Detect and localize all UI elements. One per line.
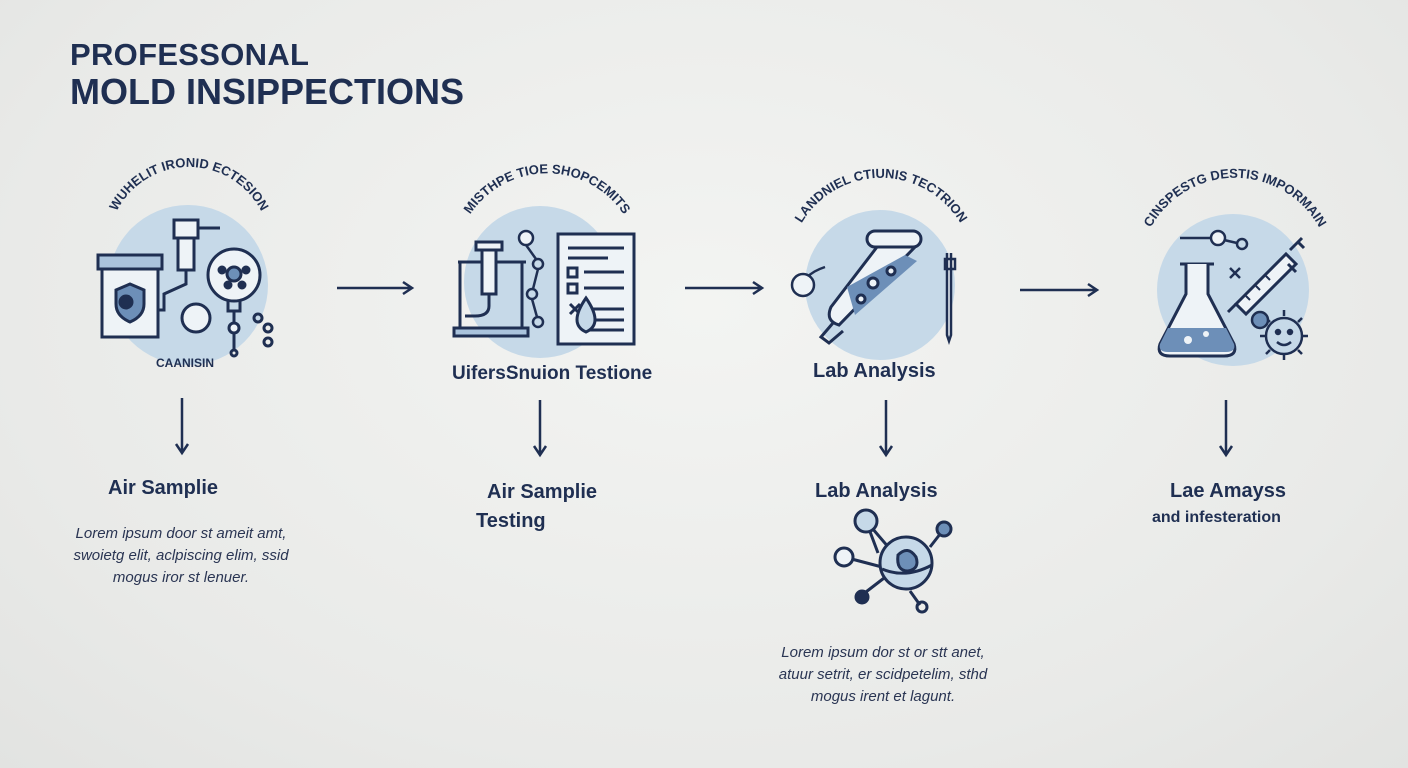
mold-spore-icon xyxy=(180,247,274,358)
step-1-description: Lorem ipsum door st ameit amt, swoietg e… xyxy=(50,523,312,589)
step-3-illustration: LANDNIEL CTIUNIS TECTRION xyxy=(790,166,971,360)
step-1-caption: CAANISIN xyxy=(156,356,215,370)
step-3-caption: Lab Analysis xyxy=(813,360,936,382)
step-2-caption: UifersSnuion Testione xyxy=(452,363,653,384)
step-1-desc-line: mogus iror st lenuer. xyxy=(112,569,250,586)
arrow-down-icon xyxy=(1218,400,1234,458)
checklist-clipboard-icon xyxy=(556,232,636,346)
step-2-label-line-2: Testing xyxy=(476,510,546,532)
step-3-desc-line: mogus irent et lagunt. xyxy=(810,688,956,705)
arrow-down-icon xyxy=(532,400,548,458)
step-3-desc-line: Lorem ipsum dor st or stt anet, xyxy=(781,644,985,661)
step-4-illustration: CINSPESTG DESTIS IMPORMAIN xyxy=(1140,166,1330,366)
microbe-icon xyxy=(1250,310,1308,360)
step-3-label: Lab Analysis xyxy=(815,480,938,502)
step-2-label-line-1: Air Samplie xyxy=(487,481,598,503)
molecule-icon xyxy=(833,508,953,614)
flask-icon xyxy=(1157,262,1237,358)
sampler-pump-icon xyxy=(158,218,220,312)
step-3-desc-line: atuur setrit, er scidpetelim, sthd xyxy=(778,666,988,683)
microscope-rack-icon xyxy=(452,240,530,338)
step-4-label-line-1: Lae Amayss xyxy=(1170,480,1286,502)
step-4-label-line-2: and infesteration xyxy=(1152,509,1281,526)
step-1-label: Air Samplie xyxy=(108,477,219,499)
title-line-2: MOLD INSIPPECTIONS xyxy=(70,71,465,112)
molecule-icon-top xyxy=(1180,229,1249,279)
dropper-icon xyxy=(790,253,957,345)
step-2-illustration: MISTHPE TIOE SHOPCEMITS xyxy=(452,161,636,358)
molecule-branch-icon xyxy=(517,229,545,329)
step-1-arc-text: WUHELIT IRONID ECTESION xyxy=(106,155,272,213)
specimen-jar-icon xyxy=(96,253,164,339)
arrow-right-icon xyxy=(337,280,415,296)
syringe-icon xyxy=(1226,236,1306,317)
arrow-right-icon xyxy=(685,280,765,296)
step-3-description: Lorem ipsum dor st or stt anet, atuur se… xyxy=(752,642,1014,708)
page-title: PROFESSONAL MOLD INSIPPECTIONS xyxy=(70,38,464,112)
arrow-right-icon xyxy=(1020,282,1100,298)
step-1-desc-line: Lorem ipsum door st ameit amt, xyxy=(75,525,287,542)
step-1-desc-line: swoietg elit, aclpiscing elim, ssid xyxy=(73,547,289,564)
title-line-1: PROFESSONAL xyxy=(70,37,310,72)
step-1-illustration: WUHELIT IRONID ECTESION xyxy=(96,155,274,365)
arrow-down-icon xyxy=(878,400,894,458)
arrow-down-icon xyxy=(174,398,190,456)
test-tube-icon xyxy=(818,229,923,345)
